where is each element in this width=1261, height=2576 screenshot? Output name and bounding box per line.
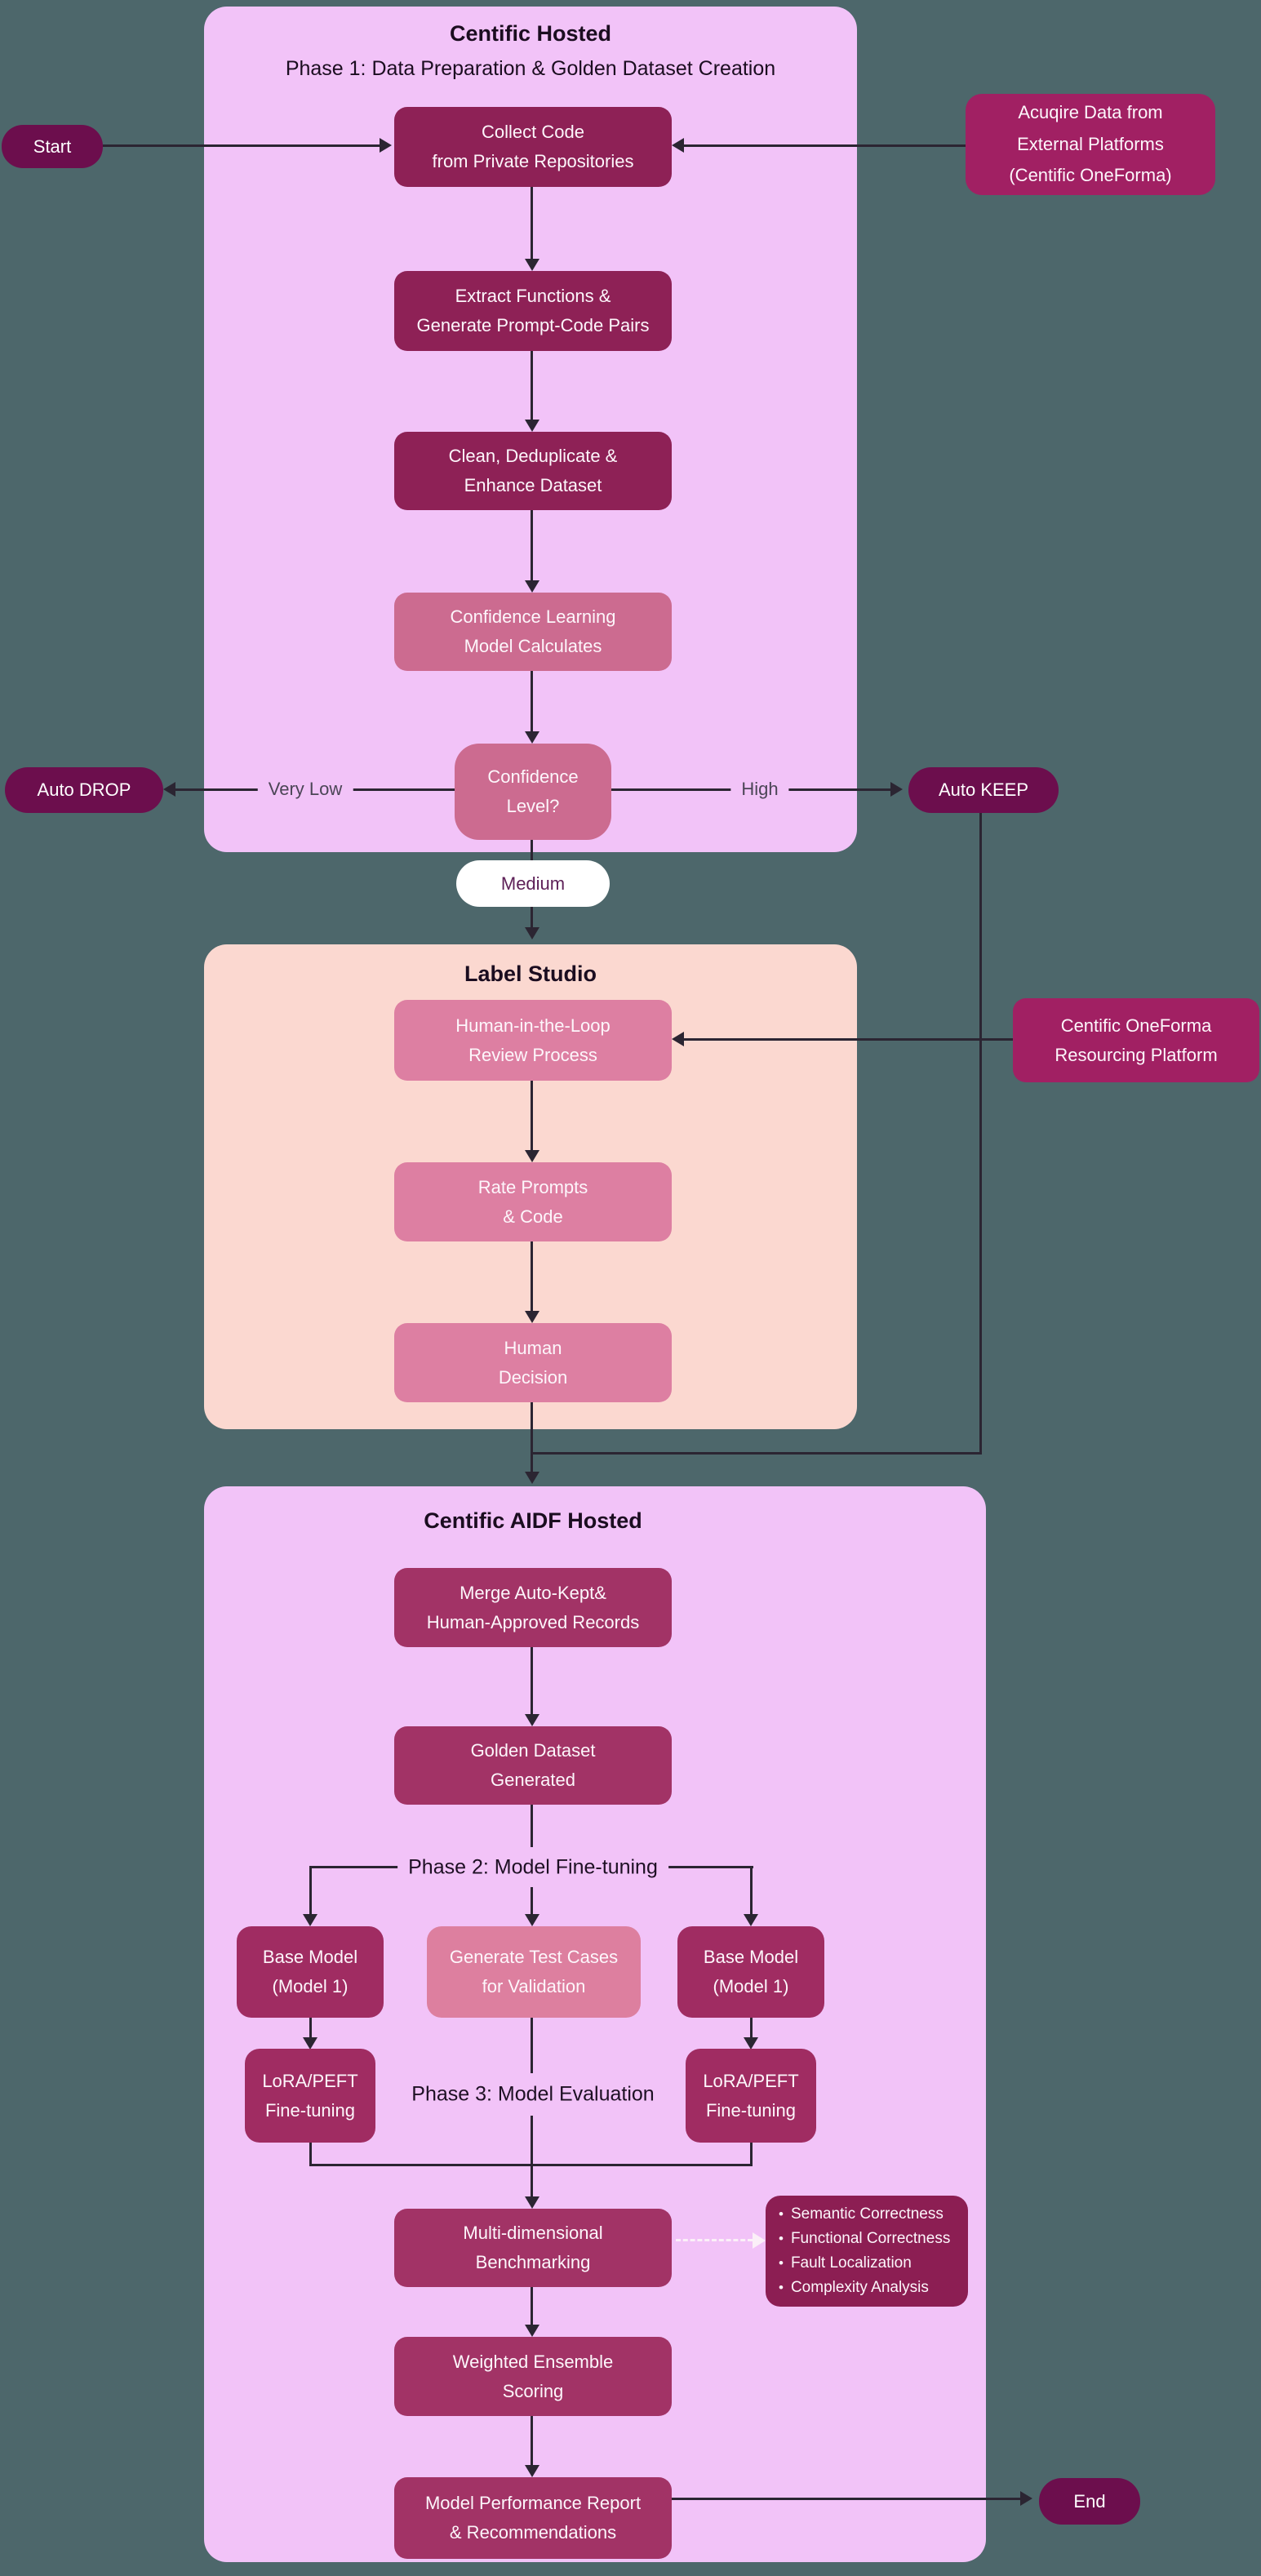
acquire-data-node: Acuqire Data from External Platforms (Ce… <box>966 94 1215 195</box>
arrowhead-benchmarking-bullets <box>753 2232 766 2249</box>
list-item: Functional Correctness <box>779 2230 960 2248</box>
arrowhead-start-collect <box>380 138 392 153</box>
lora-finetuning-left-node: LoRA/PEFT Fine-tuning <box>245 2049 375 2143</box>
arrowhead-merge-golden <box>525 1714 539 1726</box>
arrowhead-collect-extract <box>525 259 539 271</box>
confidence-level-decision-node: Confidence Level? <box>455 744 611 840</box>
connector-benchmarking-weighted <box>531 2287 533 2325</box>
auto-keep-terminal: Auto KEEP <box>908 767 1059 813</box>
label-studio-panel-title: Label Studio <box>464 962 597 986</box>
connector-junction-horizontal <box>531 1452 982 1455</box>
hitl-review-node: Human-in-the-Loop Review Process <box>394 1000 672 1081</box>
arrowhead-phase2-right <box>744 1914 758 1926</box>
extract-functions-node: Extract Functions & Generate Prompt-Code… <box>394 271 672 351</box>
arrowhead-baseleft-lora <box>303 2037 317 2050</box>
connector-loraright-junction <box>750 2143 753 2166</box>
arrowhead-confidence-decision <box>525 731 539 744</box>
benchmarking-node: Multi-dimensional Benchmarking <box>394 2209 672 2287</box>
connector-merge-golden <box>531 1647 533 1714</box>
arrowhead-weighted-report <box>525 2465 539 2477</box>
connector-gentests-upper <box>531 2018 533 2073</box>
connector-loraleft-junction <box>309 2143 312 2166</box>
arrowhead-humandecision-aidf <box>525 1472 539 1484</box>
connector-phase2-center-drop <box>531 1887 533 1914</box>
merge-records-node: Merge Auto-Kept& Human-Approved Records <box>394 1568 672 1647</box>
connector-phase2-right-drop <box>750 1866 753 1914</box>
golden-dataset-node: Golden Dataset Generated <box>394 1726 672 1805</box>
connector-hitl-rate <box>531 1081 533 1150</box>
weighted-ensemble-node: Weighted Ensemble Scoring <box>394 2337 672 2416</box>
connector-phase2-left <box>310 1866 408 1868</box>
list-item: Fault Localization <box>779 2254 960 2272</box>
list-item: Complexity Analysis <box>779 2279 960 2297</box>
connector-benchmarking-bullets <box>676 2239 753 2241</box>
start-terminal: Start <box>2 125 103 168</box>
connector-autokeep-junction <box>979 813 982 1455</box>
connector-oneforma-hitl <box>684 1038 1013 1041</box>
connector-clean-confidence <box>531 510 533 580</box>
connector-phase2-left-drop <box>309 1866 312 1914</box>
aidf-panel-title: Centific AIDF Hosted <box>424 1508 642 1533</box>
auto-drop-terminal: Auto DROP <box>5 767 163 813</box>
arrowhead-junction-benchmarking <box>525 2196 539 2209</box>
base-model-left-node: Base Model (Model 1) <box>237 1926 384 2018</box>
connector-confidence-decision <box>531 671 533 731</box>
connector-report-end <box>672 2498 1021 2500</box>
arrowhead-phase2-center <box>525 1914 539 1926</box>
collect-code-node: Collect Code from Private Repositories <box>394 107 672 187</box>
phase2-label: Phase 2: Model Fine-tuning <box>397 1854 668 1881</box>
arrowhead-decision-labelstudio <box>525 927 539 939</box>
arrowhead-rate-humandecision <box>525 1311 539 1323</box>
benchmark-dimensions-list: Semantic Correctness Functional Correctn… <box>766 2196 968 2307</box>
lora-finetuning-right-node: LoRA/PEFT Fine-tuning <box>686 2049 816 2143</box>
human-decision-node: Human Decision <box>394 1323 672 1402</box>
connector-golden-phase2 <box>531 1805 533 1847</box>
connector-gentests-lower <box>531 2116 533 2166</box>
arrowhead-report-end <box>1020 2491 1032 2506</box>
clean-deduplicate-node: Clean, Deduplicate & Enhance Dataset <box>394 432 672 510</box>
connector-humandecision-aidf <box>531 1402 533 1472</box>
connector-start-collect <box>103 144 380 147</box>
arrowhead-decision-autokeep <box>890 782 903 797</box>
end-terminal: End <box>1039 2478 1140 2525</box>
connector-acquire-collect <box>684 144 966 147</box>
arrowhead-acquire-collect <box>672 138 684 153</box>
connector-baseleft-lora <box>309 2018 312 2037</box>
connector-rate-humandecision <box>531 1241 533 1311</box>
phase1-panel-subtitle: Phase 1: Data Preparation & Golden Datas… <box>285 57 776 80</box>
arrowhead-clean-confidence <box>525 580 539 593</box>
phase3-label: Phase 3: Model Evaluation <box>401 2081 665 2108</box>
rate-prompts-node: Rate Prompts & Code <box>394 1162 672 1241</box>
arrowhead-decision-autodrop <box>163 782 175 797</box>
arrowhead-extract-clean <box>525 420 539 432</box>
medium-terminal: Medium <box>456 860 610 907</box>
arrowhead-phase2-left <box>303 1914 317 1926</box>
connector-phase2-right <box>658 1866 753 1868</box>
edge-label-high: High <box>730 777 789 802</box>
arrowhead-hitl-rate <box>525 1150 539 1162</box>
arrowhead-baseright-lora <box>744 2037 758 2050</box>
connector-collect-extract <box>531 187 533 259</box>
connector-weighted-report <box>531 2416 533 2465</box>
edge-label-very-low: Very Low <box>257 777 353 802</box>
arrowhead-benchmarking-weighted <box>525 2325 539 2337</box>
phase1-panel-title: Centific Hosted <box>449 21 612 46</box>
connector-junction-benchmarking <box>531 2164 533 2196</box>
confidence-model-node: Confidence Learning Model Calculates <box>394 593 672 671</box>
performance-report-node: Model Performance Report & Recommendatio… <box>394 2477 672 2559</box>
oneforma-platform-node: Centific OneForma Resourcing Platform <box>1013 998 1259 1082</box>
connector-extract-clean <box>531 351 533 420</box>
base-model-right-node: Base Model (Model 1) <box>677 1926 824 2018</box>
connector-baseright-lora <box>750 2018 753 2037</box>
list-item: Semantic Correctness <box>779 2205 960 2223</box>
generate-test-cases-node: Generate Test Cases for Validation <box>427 1926 641 2018</box>
arrowhead-oneforma-hitl <box>672 1032 684 1046</box>
